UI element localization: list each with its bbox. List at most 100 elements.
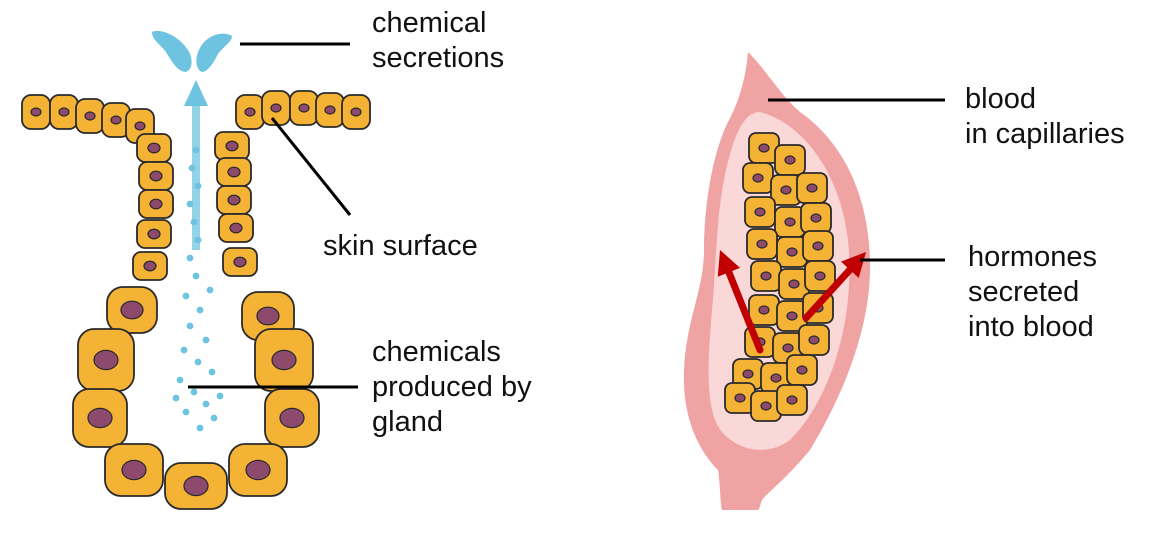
nucleus-icon: [271, 349, 297, 371]
gland-cell: [138, 161, 174, 191]
secretion-dot: [188, 164, 196, 172]
secretion-dot: [194, 236, 202, 244]
gland-cell: [101, 102, 131, 138]
nucleus-icon: [788, 279, 800, 289]
gland-cell: [222, 247, 258, 277]
nucleus-icon: [270, 103, 282, 113]
gland-cell: [21, 94, 51, 130]
nucleus-icon: [279, 407, 305, 429]
gland-cell: [315, 92, 345, 128]
gland-cell: [804, 260, 836, 292]
secretion-dot: [210, 414, 218, 422]
gland-cell: [254, 328, 314, 392]
nucleus-icon: [256, 306, 280, 326]
gland-cell: [218, 213, 254, 243]
nucleus-icon: [227, 194, 241, 206]
gland-cell: [72, 388, 128, 448]
nucleus-icon: [225, 140, 239, 152]
endocrine-gland-icon: [683, 52, 871, 510]
nucleus-icon: [760, 271, 772, 281]
gland-cell: [750, 260, 782, 292]
gland-cell: [776, 384, 808, 416]
hormone-arrow-icon: [717, 250, 764, 354]
gland-cell: [798, 324, 830, 356]
secretion-dot: [196, 306, 204, 314]
gland-cell: [136, 219, 172, 249]
nucleus-icon: [810, 213, 822, 223]
gland-cell: [744, 196, 776, 228]
gland-cell: [786, 354, 818, 386]
secretion-dot: [190, 218, 198, 226]
nucleus-icon: [245, 459, 271, 481]
nucleus-icon: [786, 311, 798, 321]
label-skin-surface: skin surface: [323, 230, 478, 262]
nucleus-icon: [752, 173, 764, 183]
nucleus-icon: [796, 365, 808, 375]
nucleus-icon: [782, 343, 794, 353]
gland-cell: [746, 228, 778, 260]
secretion-dot: [192, 272, 200, 280]
secretion-dot: [186, 322, 194, 330]
nucleus-icon: [806, 183, 818, 193]
secretion-dot: [194, 358, 202, 366]
secretion-dot: [186, 254, 194, 262]
nucleus-icon: [758, 305, 770, 315]
nucleus-icon: [87, 407, 113, 429]
gland-cell: [138, 189, 174, 219]
secretion-dot: [202, 400, 210, 408]
nucleus-icon: [784, 155, 796, 165]
nucleus-icon: [780, 185, 792, 195]
nucleus-icon: [812, 241, 824, 251]
nucleus-icon: [770, 373, 782, 383]
gland-cell: [776, 236, 808, 268]
gland-cell: [264, 388, 320, 448]
secretion-dot: [216, 392, 224, 400]
nucleus-icon: [183, 475, 209, 497]
nucleus-icon: [147, 142, 161, 154]
nucleus-icon: [758, 143, 770, 153]
hormone-arrow-icon: [802, 252, 866, 322]
gland-cell: [770, 174, 802, 206]
nucleus-icon: [30, 107, 42, 117]
nucleus-icon: [808, 335, 820, 345]
nucleus-icon: [121, 459, 147, 481]
gland-cell: [289, 90, 319, 126]
nucleus-icon: [120, 300, 144, 320]
flow-arrow-icon: [184, 80, 208, 250]
nucleus-icon: [229, 222, 243, 234]
nucleus-icon: [350, 107, 362, 117]
gland-cell: [796, 172, 828, 204]
gland-cell: [164, 462, 228, 510]
nucleus-icon: [298, 103, 310, 113]
nucleus-icon: [244, 107, 256, 117]
gland-cell: [216, 157, 252, 187]
secretion-dot: [190, 388, 198, 396]
gland-cell: [77, 328, 135, 392]
gland-cell: [778, 268, 810, 300]
nucleus-icon: [143, 260, 157, 272]
gland-cell: [742, 162, 774, 194]
gland-cell: [235, 94, 265, 130]
nucleus-icon: [784, 217, 796, 227]
leader-line-skin: [270, 117, 352, 216]
secretion-dot: [172, 394, 180, 402]
secretion-dot: [192, 146, 200, 154]
secretion-droplets-icon: [152, 30, 232, 72]
label-hormones-secreted: hormones secreted into blood: [968, 241, 1097, 343]
secretion-dot: [196, 424, 204, 432]
nucleus-icon: [786, 395, 798, 405]
secretion-dot: [186, 200, 194, 208]
gland-cell: [261, 90, 291, 126]
nucleus-icon: [227, 166, 241, 178]
gland-cell: [800, 202, 832, 234]
gland-cell: [750, 390, 782, 422]
secretion-dot: [182, 292, 190, 300]
nucleus-icon: [110, 115, 122, 125]
secretion-dot: [206, 286, 214, 294]
secretion-dot: [176, 376, 184, 384]
secretion-dot: [202, 336, 210, 344]
gland-cell: [228, 443, 288, 497]
gland-cell: [341, 94, 371, 130]
secretion-dot: [194, 182, 202, 190]
